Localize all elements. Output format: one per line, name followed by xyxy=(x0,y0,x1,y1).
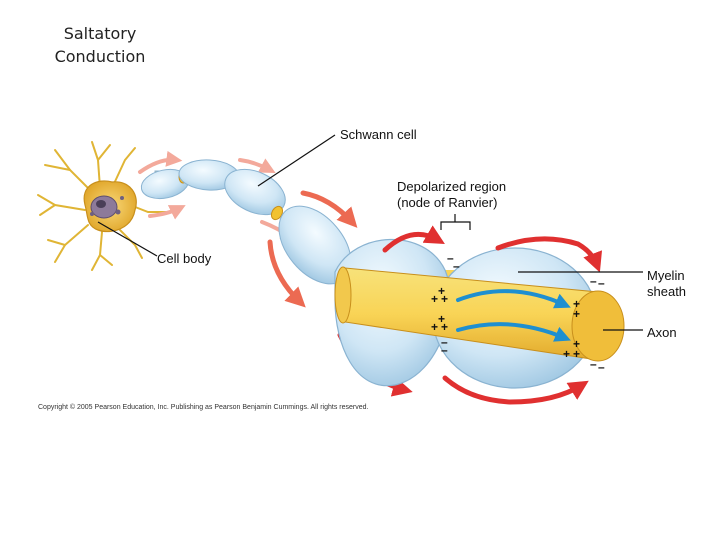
label-schwann-cell: Schwann cell xyxy=(340,127,417,142)
title-line-2: Conduction xyxy=(54,47,146,66)
label-depolarized-region: Depolarized region (node of Ranvier) xyxy=(397,179,506,211)
node-bracket xyxy=(440,214,471,230)
label-depolarized-line-2: (node of Ranvier) xyxy=(397,195,498,210)
pos-sign: + xyxy=(431,320,438,334)
charge-signs: – – + + + + + + – – – – + + + + + – – xyxy=(431,251,605,374)
label-myelin-line-1: Myelin xyxy=(647,268,685,283)
pos-sign: + xyxy=(438,312,445,326)
pos-sign: + xyxy=(573,337,580,351)
label-depolarized-line-1: Depolarized region xyxy=(397,179,507,194)
label-myelin-line-2: sheath xyxy=(647,284,687,299)
pos-sign: + xyxy=(563,347,570,361)
cell-body xyxy=(83,180,137,233)
neg-sign: – xyxy=(598,276,605,290)
axon-core xyxy=(334,266,625,362)
leader-lines xyxy=(97,134,643,331)
slide-title: Saltatory Conduction xyxy=(40,22,160,68)
pos-sign: + xyxy=(441,320,448,334)
ion-flow-arrows xyxy=(456,289,571,342)
pos-sign: + xyxy=(573,307,580,321)
pos-sign: + xyxy=(431,292,438,306)
copyright-notice: Copyright © 2005 Pearson Education, Inc.… xyxy=(38,404,369,411)
neg-sign: – xyxy=(598,360,605,374)
signal-arrows-upper xyxy=(382,225,603,273)
myelin-segments-small xyxy=(140,159,352,285)
dendrites xyxy=(37,141,169,271)
title-line-1: Saltatory xyxy=(63,24,137,43)
pos-sign: + xyxy=(573,297,580,311)
pos-sign: + xyxy=(573,347,580,361)
neg-sign: – xyxy=(590,357,597,371)
neg-sign: – xyxy=(441,343,448,357)
label-axon: Axon xyxy=(647,325,677,340)
label-myelin-sheath: Myelin sheath xyxy=(647,268,686,300)
neg-sign: – xyxy=(453,259,460,273)
pos-sign: + xyxy=(438,284,445,298)
neg-sign: – xyxy=(441,335,448,349)
pos-sign: + xyxy=(441,292,448,306)
label-cell-body: Cell body xyxy=(157,251,212,266)
neg-sign: – xyxy=(447,251,454,265)
neg-sign: – xyxy=(590,274,597,288)
